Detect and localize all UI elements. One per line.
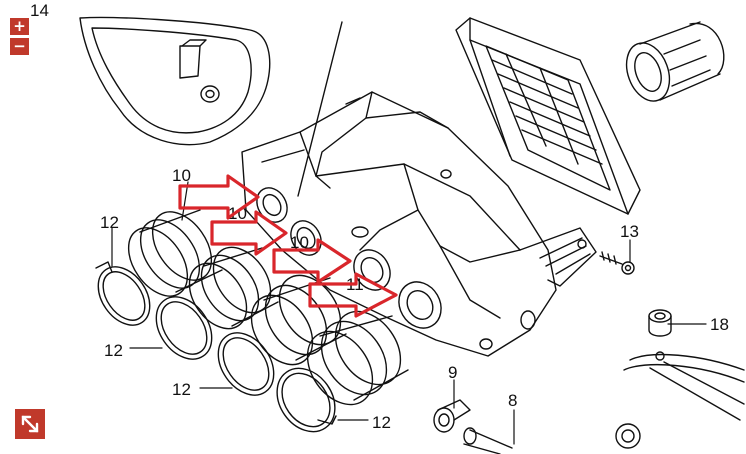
zoom-controls: + − — [10, 18, 30, 58]
callout-12-c: 12 — [172, 380, 191, 399]
hose-upper-mid — [188, 246, 279, 330]
red-arrow-4 — [308, 272, 398, 318]
leader-line-top — [297, 21, 343, 197]
intake-sleeve-part — [625, 21, 725, 102]
callout-8: 8 — [508, 391, 517, 410]
fullscreen-button[interactable] — [15, 409, 45, 439]
top-cover-part — [79, 16, 271, 146]
zoom-out-button[interactable]: − — [10, 38, 29, 55]
leader-lines — [111, 181, 707, 445]
red-arrow-1 — [178, 174, 260, 220]
hose-lower-right — [306, 310, 409, 406]
callout-10-c: 10 — [290, 233, 309, 252]
red-arrow-3 — [272, 238, 352, 284]
hose-clamps — [95, 261, 337, 433]
zoom-in-button[interactable]: + — [10, 18, 29, 35]
callout-18: 18 — [710, 315, 729, 334]
callout-9: 9 — [448, 363, 457, 382]
callout-10-a: 10 — [172, 166, 191, 185]
callout-14: 14 — [30, 1, 49, 20]
hose-upper-left — [127, 209, 223, 297]
air-filter-element — [455, 17, 641, 215]
expand-arrows-icon — [21, 415, 39, 433]
small-parts — [433, 251, 672, 454]
annotation-arrows — [178, 174, 398, 318]
red-arrow-2 — [210, 210, 288, 256]
bottom-right-parts — [615, 351, 745, 449]
callout-12-b: 12 — [104, 341, 123, 360]
airbox-body — [241, 91, 597, 357]
callout-13: 13 — [620, 222, 639, 241]
callout-12-d: 12 — [372, 413, 391, 432]
hose-lower-mid — [250, 274, 347, 366]
callout-12-a: 12 — [100, 213, 119, 232]
